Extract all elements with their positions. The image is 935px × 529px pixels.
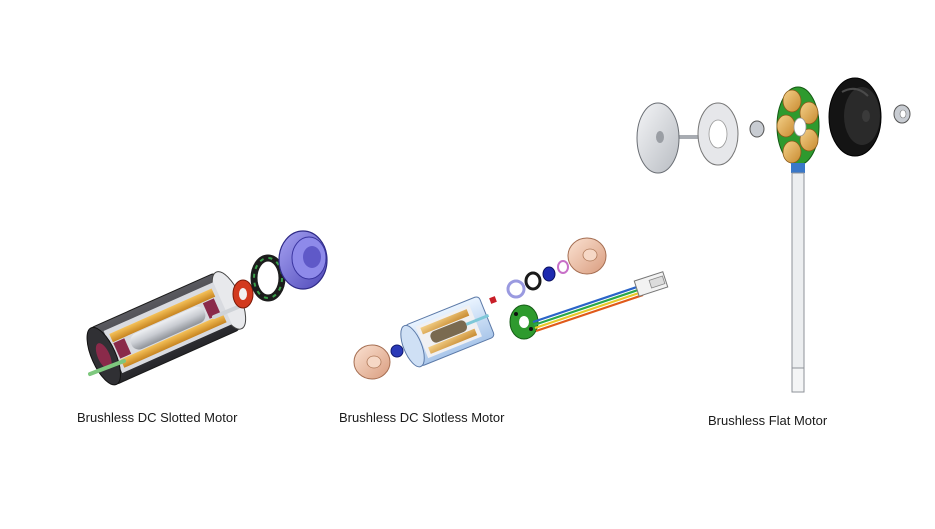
slotted-motor-sensor-ring [250,254,286,302]
winding-bottom [120,314,227,368]
slotted-motor-end-cap [278,230,328,290]
flat-motor-ribbon-cable [791,163,805,393]
flat-motor-rotor-disk [636,102,706,174]
slotless-left-cap [353,344,391,380]
slotless-flat-cable [532,284,644,333]
flat-motor-washer [697,102,739,166]
caption-slotted-motor: Brushless DC Slotted Motor [77,410,238,425]
winding-top [109,288,216,343]
slotless-motor-housing [400,296,495,368]
slotted-motor-assembly [86,230,328,386]
slotted-motor-shaft [88,305,240,376]
caption-flat-motor: Brushless Flat Motor [708,413,828,428]
slotless-spacer [489,296,497,304]
slotless-rear-rings [506,260,569,299]
slotless-right-cap [567,237,607,275]
slotless-hall-pcb [509,304,539,340]
slotted-motor-housing [86,271,247,386]
caption-slotless-motor: Brushless DC Slotless Motor [339,410,505,425]
flat-motor-rotor-cup [828,77,882,157]
flat-motor-stator-coils [776,86,820,166]
flat-motor-assembly [636,77,911,393]
slotless-connector [633,271,669,297]
flat-motor-bearing-rear [893,104,911,124]
slotless-motor-assembly [353,237,669,380]
flat-motor-bearing-front [749,120,765,138]
slotted-motor-bearing [232,279,254,309]
rotor-magnet [130,306,206,350]
slotless-front-bearing [390,344,404,358]
